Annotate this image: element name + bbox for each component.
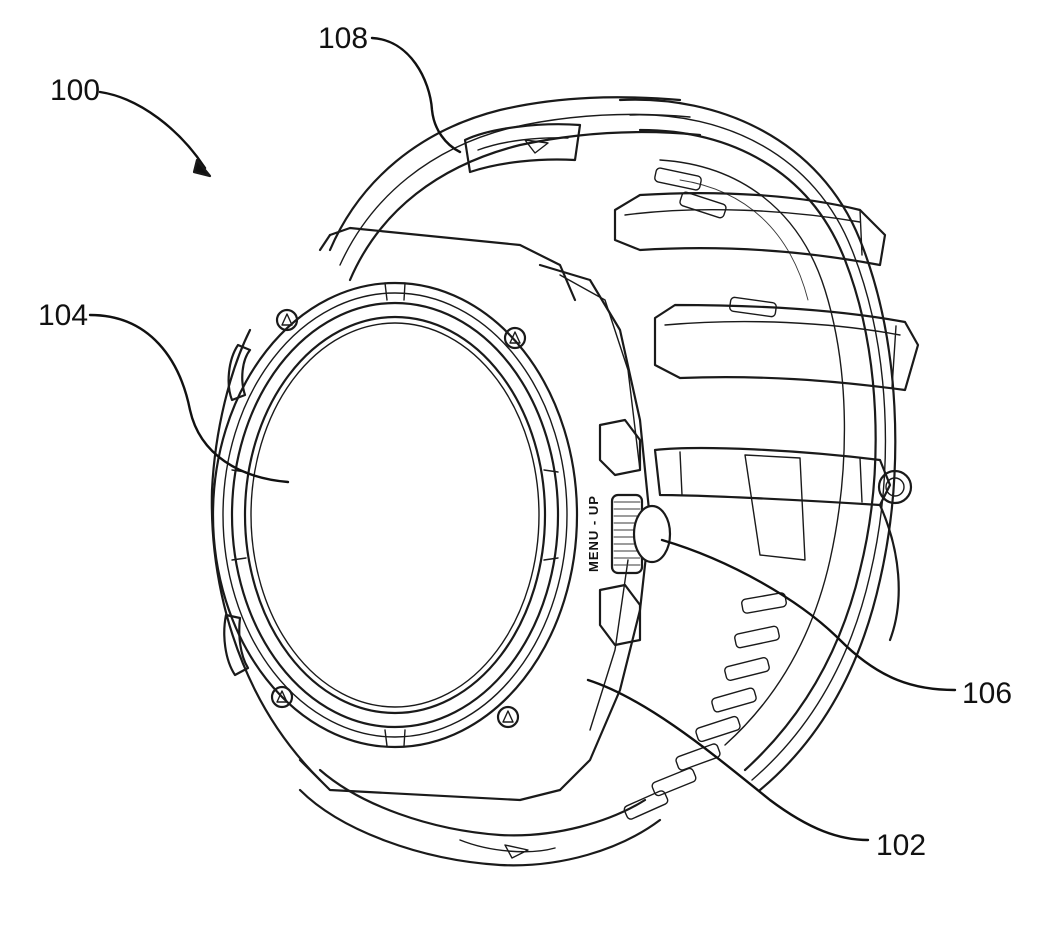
watch-housing xyxy=(210,226,913,802)
reference-numerals: 100 108 104 106 102 xyxy=(38,22,1012,862)
leader-lines xyxy=(88,36,957,842)
bezel-screws xyxy=(270,308,527,729)
watch-band xyxy=(298,96,920,867)
watch-bezel xyxy=(211,281,579,749)
label-102: 102 xyxy=(876,829,926,862)
label-108: 108 xyxy=(318,22,368,55)
label-106: 106 xyxy=(962,677,1012,710)
watch-crown: MENU - UP xyxy=(586,493,672,575)
label-104: 104 xyxy=(38,299,88,332)
crown-marking: MENU - UP xyxy=(586,495,601,572)
band-holes xyxy=(623,167,787,820)
watch-display xyxy=(243,315,547,715)
label-100: 100 xyxy=(50,74,100,107)
